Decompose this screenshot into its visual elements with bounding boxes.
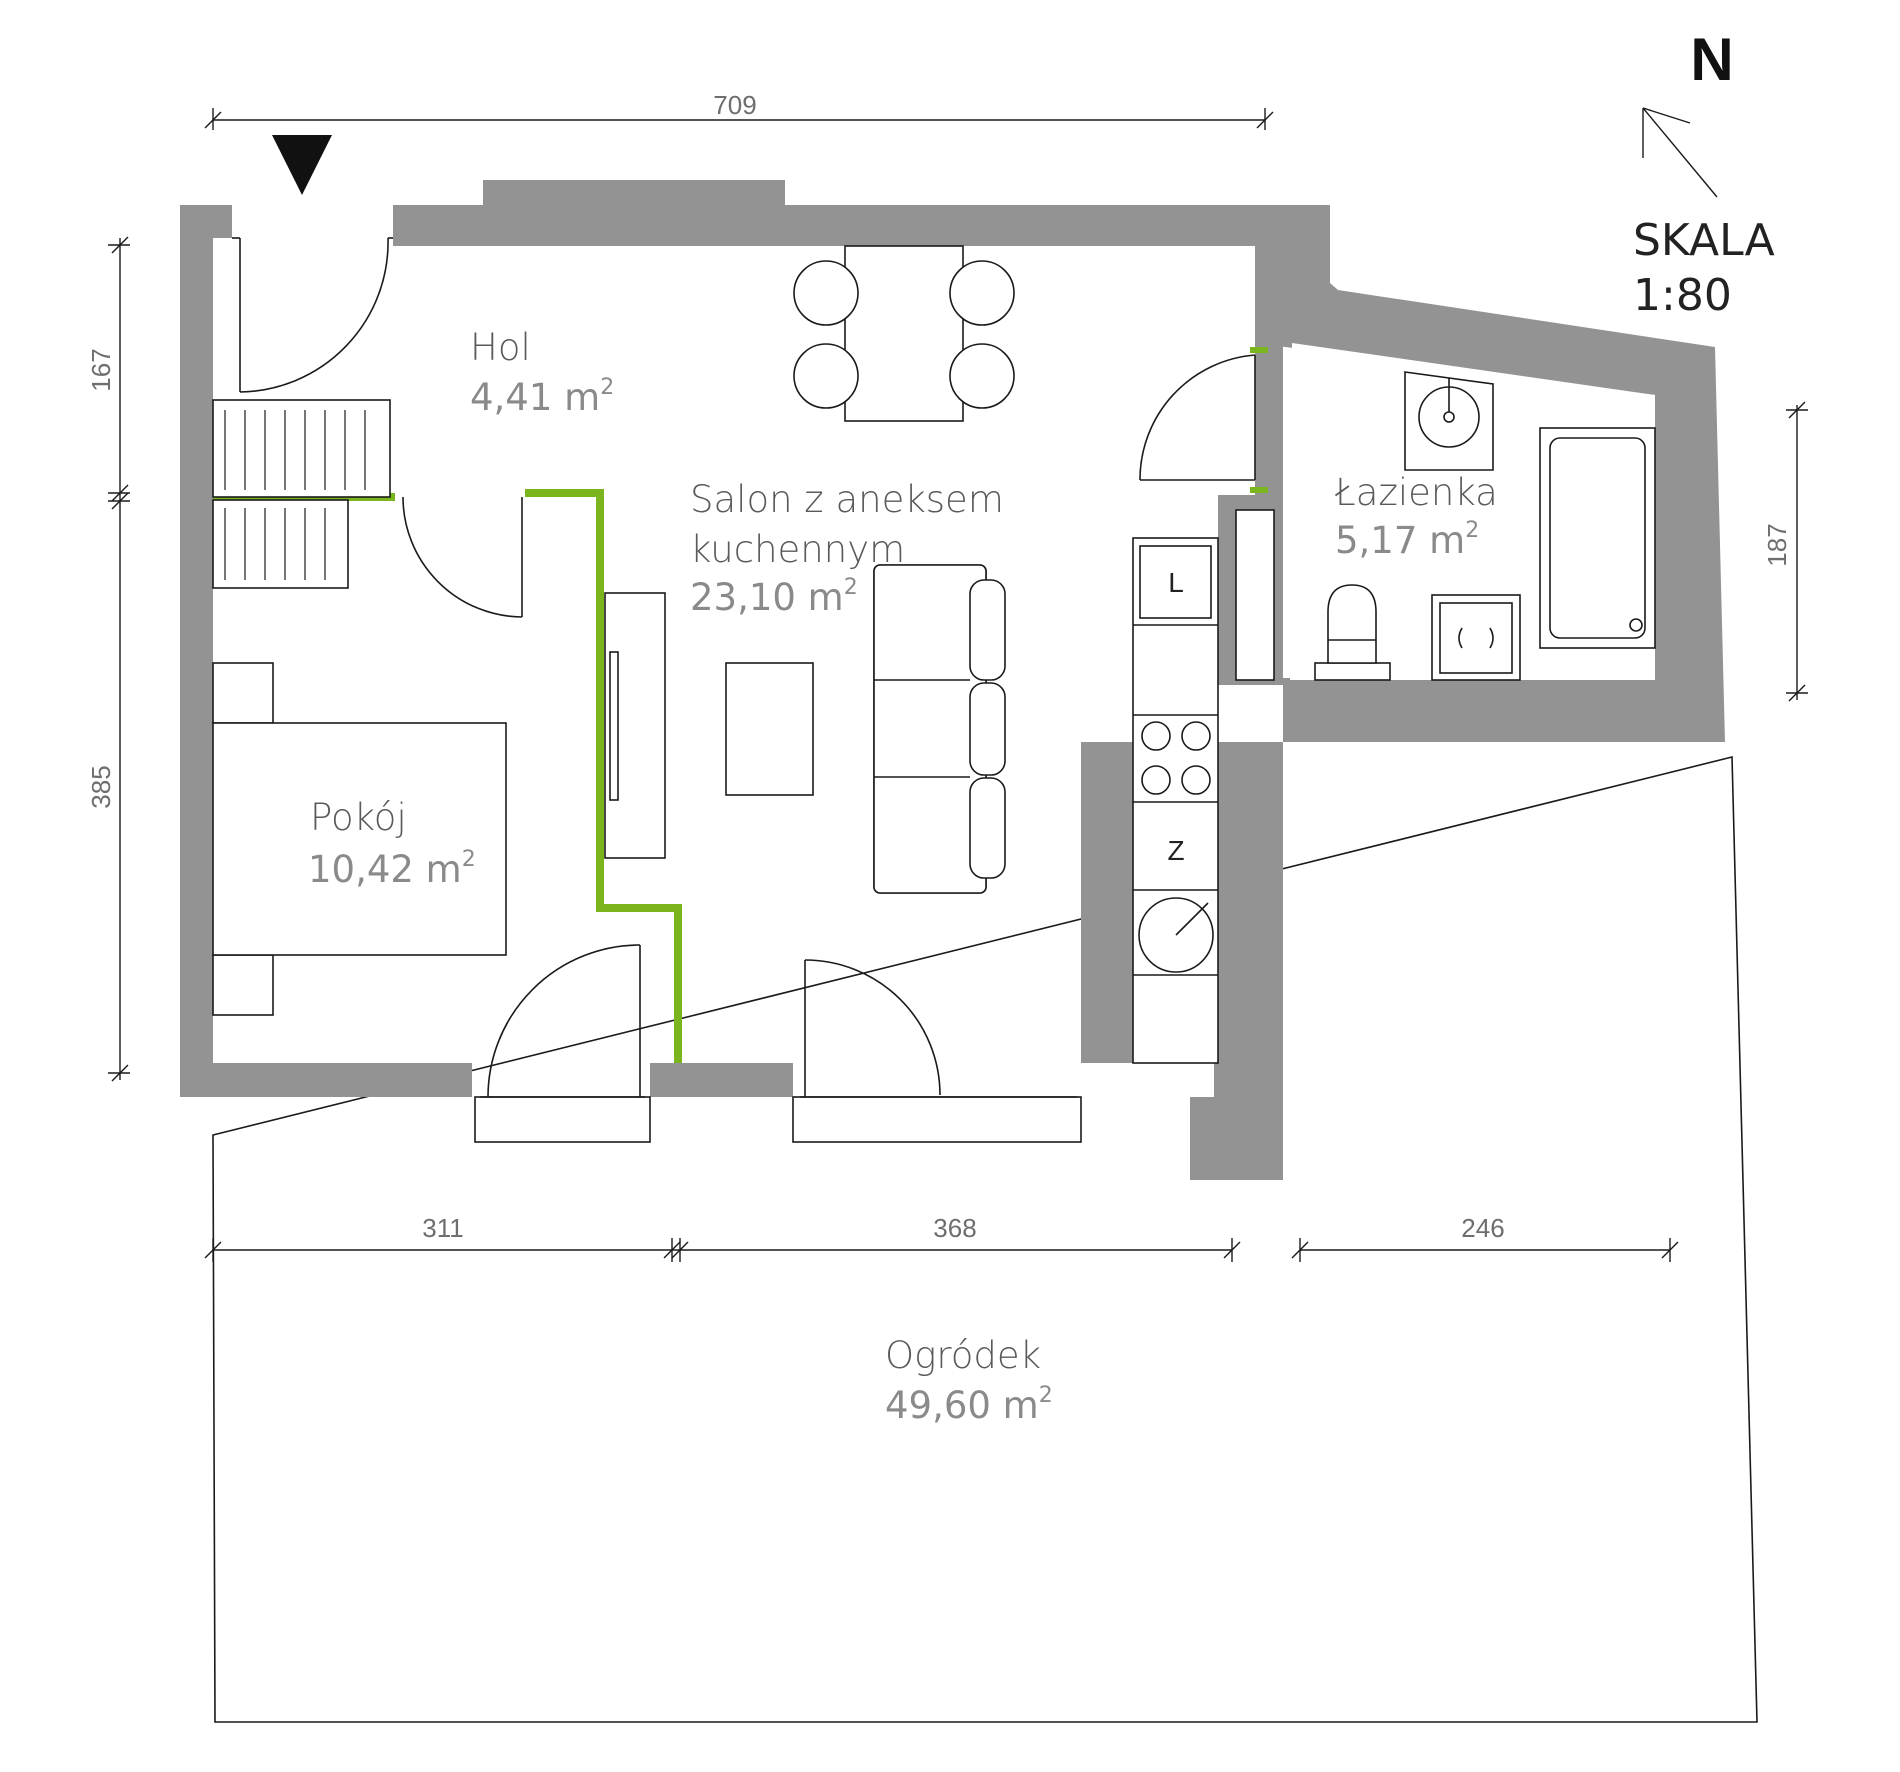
room-pokoj-name: Pokój	[310, 796, 407, 839]
room-salon-name-1: Salon z aneksem	[690, 478, 1004, 521]
room-salon-name-2: kuchennym	[690, 528, 905, 571]
entrance-arrow-icon	[272, 135, 332, 195]
dimension-lines	[108, 108, 1808, 1262]
dim-left-lower: 385	[86, 765, 116, 808]
room-lazienka-area: 5,17 m2	[1335, 518, 1479, 562]
room-lazienka-name: Łazienka	[1334, 471, 1498, 514]
dim-bottom-middle: 368	[933, 1213, 976, 1243]
room-ogrodek-name: Ogródek	[885, 1334, 1041, 1377]
room-salon-area: 23,10 m2	[690, 575, 858, 619]
kitchen-freezer-label: Z	[1167, 835, 1184, 866]
dim-left-upper: 167	[86, 348, 116, 391]
room-pokoj-area: 10,42 m2	[308, 847, 476, 891]
doors	[232, 237, 1256, 1143]
dim-right-bath: 187	[1762, 523, 1792, 566]
dim-top-width: 709	[713, 90, 756, 120]
kitchen-fridge-label: L	[1168, 567, 1184, 598]
dim-bottom-left: 311	[422, 1213, 463, 1243]
dim-bottom-right: 246	[1461, 1213, 1504, 1243]
room-hol-name: Hol	[470, 326, 531, 369]
room-hol-area: 4,41 m2	[470, 375, 614, 419]
room-ogrodek-area: 49,60 m2	[885, 1383, 1053, 1427]
compass-label: N	[1690, 26, 1733, 93]
north-arrow-icon	[1642, 107, 1718, 198]
scale-title: SKALA	[1633, 215, 1775, 266]
scale-value: 1:80	[1633, 270, 1732, 321]
furniture	[212, 245, 1656, 1064]
